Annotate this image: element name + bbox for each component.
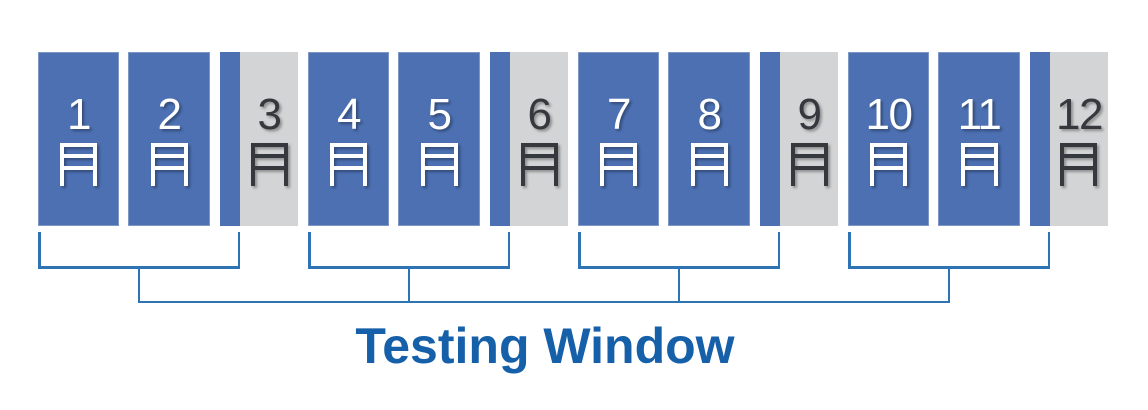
month-kanji-icon: 月 bbox=[420, 142, 458, 186]
bracket-q4-right-tick bbox=[1047, 232, 1050, 268]
month-cell-7-text: 7 月 bbox=[600, 89, 637, 186]
month-cell-10: 10 月 bbox=[848, 52, 929, 226]
month-cell-1-text: 1 月 bbox=[60, 89, 97, 186]
bracket-q1-right-tick bbox=[237, 232, 240, 268]
divider-bar-q1 bbox=[220, 52, 240, 226]
month-cell-7: 7 月 bbox=[578, 52, 659, 226]
bracket-q1-stem bbox=[137, 266, 141, 303]
bracket-q1-left-tick bbox=[38, 232, 41, 268]
bracket-q4-stem bbox=[947, 266, 951, 303]
month-kanji-icon: 月 bbox=[1060, 142, 1098, 186]
bracket-q2-right-tick bbox=[507, 232, 510, 268]
month-kanji-icon: 月 bbox=[520, 142, 558, 186]
month-kanji-icon: 月 bbox=[960, 142, 998, 186]
testing-window-connector bbox=[137, 300, 951, 303]
month-kanji-icon: 月 bbox=[600, 142, 637, 186]
bracket-q3-stem bbox=[677, 266, 681, 303]
month-cell-11: 11 月 bbox=[938, 52, 1020, 226]
divider-bar-q2 bbox=[490, 52, 510, 226]
month-cell-3-text: 3 月 bbox=[250, 89, 288, 186]
bracket-q3-right-tick bbox=[777, 232, 780, 268]
month-cell-11-text: 11 月 bbox=[957, 89, 1002, 186]
month-kanji-icon: 月 bbox=[869, 142, 907, 186]
month-cell-1: 1 月 bbox=[38, 52, 119, 226]
month-cell-2: 2 月 bbox=[128, 52, 210, 226]
month-cell-5: 5 月 bbox=[398, 52, 480, 226]
month-cell-9: 9 月 bbox=[780, 52, 838, 226]
month-kanji-icon: 月 bbox=[250, 142, 288, 186]
month-number: 6 bbox=[527, 89, 552, 139]
month-cell-12: 12 月 bbox=[1050, 52, 1108, 226]
month-cell-2-text: 2 月 bbox=[150, 89, 188, 186]
month-number: 9 bbox=[797, 89, 822, 139]
bracket-q2-left-tick bbox=[308, 232, 311, 268]
month-kanji-icon: 月 bbox=[790, 142, 828, 186]
month-cell-8: 8 月 bbox=[668, 52, 750, 226]
bracket-q3-left-tick bbox=[578, 232, 581, 268]
divider-bar-q4 bbox=[1030, 52, 1050, 226]
month-kanji-icon: 月 bbox=[330, 142, 367, 186]
month-cell-6-text: 6 月 bbox=[520, 89, 558, 186]
month-kanji-icon: 月 bbox=[690, 142, 728, 186]
month-number: 7 bbox=[607, 89, 631, 139]
month-cell-5-text: 5 月 bbox=[420, 89, 458, 186]
month-kanji-icon: 月 bbox=[150, 142, 188, 186]
month-number: 4 bbox=[337, 89, 361, 139]
month-cell-10-text: 10 月 bbox=[865, 89, 913, 186]
month-number: 12 bbox=[1056, 89, 1103, 139]
month-number: 11 bbox=[957, 89, 1002, 139]
month-cell-6: 6 月 bbox=[510, 52, 568, 226]
month-number: 2 bbox=[157, 89, 182, 139]
divider-bar-q3 bbox=[760, 52, 780, 226]
month-cell-12-text: 12 月 bbox=[1056, 89, 1103, 186]
month-kanji-icon: 月 bbox=[60, 142, 97, 186]
month-cell-9-text: 9 月 bbox=[790, 89, 828, 186]
month-number: 10 bbox=[865, 89, 913, 139]
bracket-q4-left-tick bbox=[848, 232, 851, 268]
month-number: 8 bbox=[697, 89, 722, 139]
month-number: 5 bbox=[427, 89, 452, 139]
month-cell-3: 3 月 bbox=[240, 52, 298, 226]
month-cell-4-text: 4 月 bbox=[330, 89, 367, 186]
month-cell-4: 4 月 bbox=[308, 52, 389, 226]
diagram-title: Testing Window bbox=[355, 318, 735, 374]
bracket-q2-stem bbox=[407, 266, 411, 303]
month-number: 1 bbox=[67, 89, 91, 139]
month-number: 3 bbox=[257, 89, 282, 139]
month-cell-8-text: 8 月 bbox=[690, 89, 728, 186]
